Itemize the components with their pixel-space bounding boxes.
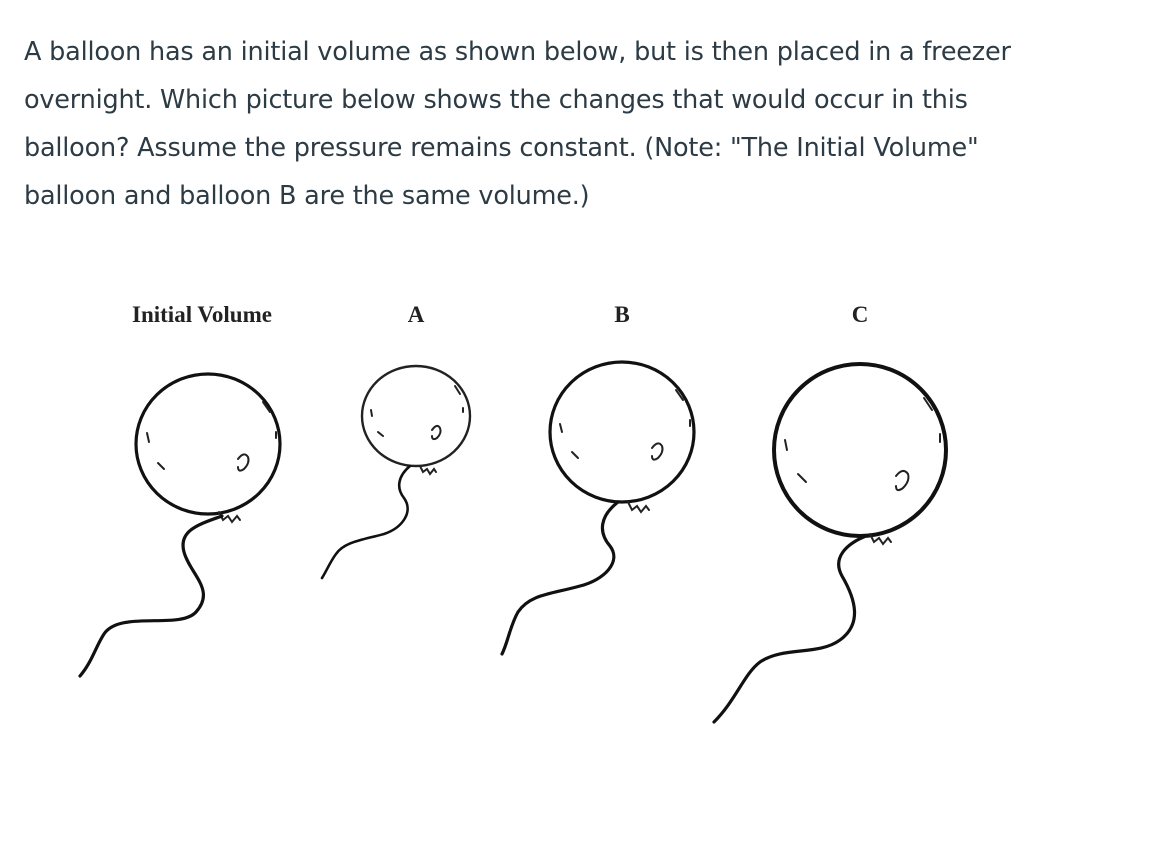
label-initial-volume: Initial Volume [132, 302, 272, 327]
question-line-3: balloon? Assume the pressure remains con… [24, 133, 979, 163]
balloon-figure: Initial Volume A B C [0, 290, 1176, 750]
label-c: C [851, 302, 869, 327]
balloon-a [320, 364, 472, 580]
question-text: A balloon has an initial volume as shown… [24, 28, 1154, 220]
balloon-initial [78, 372, 282, 678]
question-line-2: overnight. Which picture below shows the… [24, 85, 968, 115]
question-line-4: balloon and balloon B are the same volum… [24, 181, 590, 211]
balloon-c [712, 362, 948, 724]
label-b: B [614, 302, 630, 327]
question-line-1: A balloon has an initial volume as shown… [24, 37, 1011, 67]
label-a: A [407, 302, 425, 327]
balloon-b [500, 360, 696, 656]
